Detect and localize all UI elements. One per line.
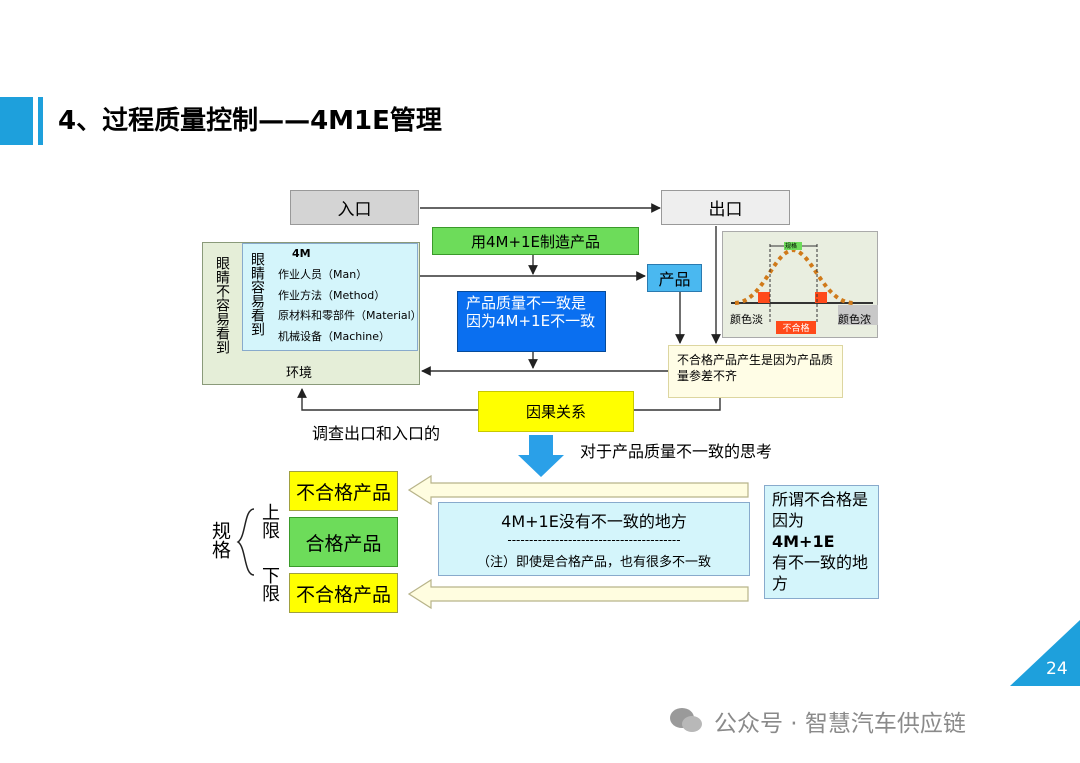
investigate-label: 调查出口和入口的 [312, 424, 441, 443]
hard-to-see-label: 眼睛不容易看到 [214, 256, 230, 354]
right-note-box: 所谓不合格是因为 4M+1E 有不一致的地方 [764, 485, 879, 599]
upper-nonconforming-box: 不合格产品 [289, 471, 398, 511]
environment-label: 环境 [286, 366, 313, 381]
right-note-line-2: 4M+1E [772, 532, 835, 551]
lower-limit-label: 下限 [259, 566, 280, 602]
nonconforming-cause-note: 不合格产品产生是因为产品质量参差不齐 [668, 345, 843, 398]
four-m-box [242, 243, 418, 351]
page-number: 24 [1046, 659, 1068, 679]
curve-pass-band-label: 规格 [785, 243, 798, 250]
no-inconsistency-note: （注）即使是合格产品，也有很多不一致 [476, 554, 711, 570]
no-inconsistency-dashes: ---------------------------------------- [507, 533, 681, 547]
title-accent-bar [0, 97, 33, 145]
four-m-heading: 4M [292, 247, 311, 260]
right-note-line-1: 所谓不合格是因为 [772, 490, 869, 530]
curve-dark-label: 颜色浓 [838, 313, 871, 326]
curve-light-label: 颜色淡 [730, 313, 763, 326]
easy-to-see-label: 眼睛容易看到 [249, 252, 265, 336]
page-corner-shape [1010, 620, 1080, 686]
upper-limit-label: 上限 [259, 503, 280, 539]
page-title: 4、过程质量控制——4M1E管理 [58, 106, 442, 136]
down-arrow-icon [518, 435, 564, 477]
lower-nonconforming-box: 不合格产品 [289, 573, 398, 613]
exit-box: 出口 [661, 190, 790, 225]
cause-effect-box: 因果关系 [478, 391, 634, 432]
upper-left-arrow-icon [408, 474, 749, 506]
distribution-curve-panel [722, 231, 878, 338]
product-box: 产品 [647, 264, 702, 292]
four-m-item-machine: 机械设备（Machine） [278, 330, 391, 343]
four-m-item-man: 作业人员（Man） [278, 268, 368, 281]
no-inconsistency-main: 4M+1E没有不一致的地方 [501, 512, 687, 531]
lower-left-arrow-icon [408, 578, 749, 610]
spec-brace-icon [236, 508, 255, 576]
wechat-icon [668, 705, 704, 735]
entry-box: 入口 [290, 190, 419, 225]
spec-label: 规格 [209, 521, 231, 559]
conforming-box: 合格产品 [289, 517, 398, 567]
inconsistency-box: 产品质量不一致是因为4M+1E不一致 [457, 291, 606, 352]
distribution-curve [731, 242, 878, 325]
four-m-item-method: 作业方法（Method） [278, 289, 386, 302]
title-accent-line [38, 97, 43, 145]
no-inconsistency-box [438, 502, 750, 576]
right-note-line-3: 有不一致的地方 [772, 553, 869, 593]
four-m-item-material: 原材料和零部件（Material） [278, 309, 422, 322]
make-product-box: 用4M+1E制造产品 [432, 227, 639, 255]
curve-nonconforming-label: 不合格 [776, 321, 816, 334]
watermark-text: 公众号 · 智慧汽车供应链 [714, 711, 966, 737]
thinking-label: 对于产品质量不一致的思考 [580, 442, 773, 461]
